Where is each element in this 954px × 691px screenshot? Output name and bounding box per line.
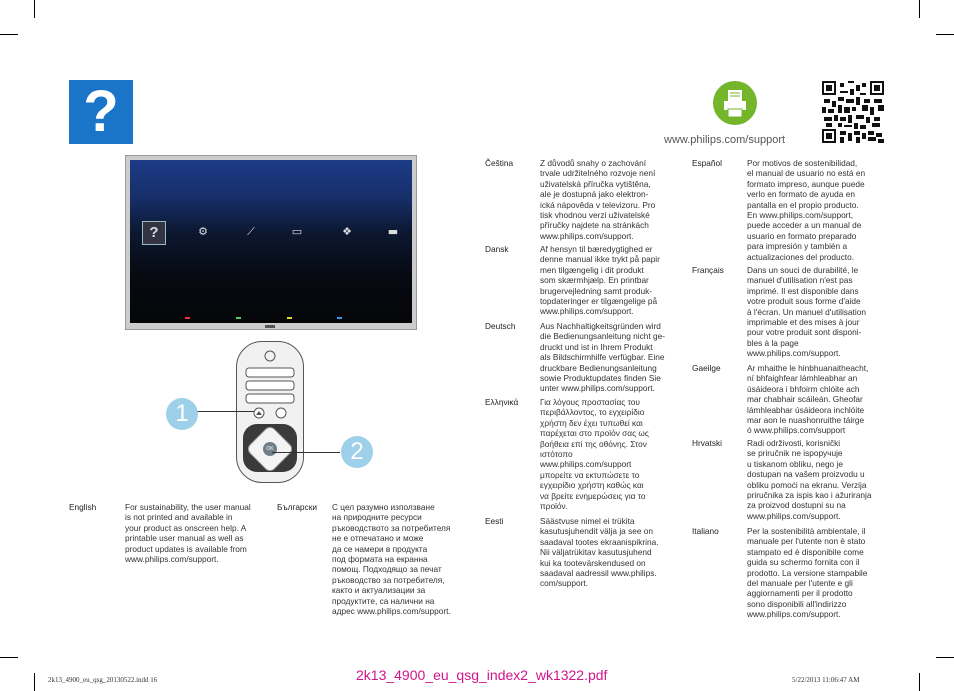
blue-key-indicator xyxy=(337,317,342,319)
callout-line xyxy=(272,452,340,453)
remote-control-illustration: OK xyxy=(236,341,304,483)
help-text-irish: Ar mhaithe le hinbhuanaitheacht, ní bhfa… xyxy=(747,363,869,436)
monitor-icon: ▭ xyxy=(291,225,303,238)
callout-number: 1 xyxy=(166,398,198,430)
lang-label-danish: Dansk xyxy=(485,244,509,254)
crop-mark xyxy=(936,657,954,658)
apps-icon: ❖ xyxy=(342,225,352,238)
lang-label-czech: Čeština xyxy=(485,158,514,168)
source-icon: ▬ xyxy=(387,225,399,238)
crop-mark xyxy=(34,673,35,691)
print-slug-timestamp: 5/22/2013 11:06:47 AM xyxy=(792,676,860,684)
tv-home-menu: ? ⚙ ⟋ ▭ ❖ ▬ xyxy=(130,160,412,323)
yellow-key-indicator xyxy=(287,317,292,319)
pdf-filename: 2k13_4900_eu_qsg_index2_wk1322.pdf xyxy=(356,667,608,683)
help-text-danish: Af hensyn til bæredygtighed er denne man… xyxy=(540,244,660,317)
printer-icon xyxy=(713,81,757,125)
lang-label-english: English xyxy=(69,502,97,512)
qr-code-icon xyxy=(822,81,884,143)
help-text-bulgarian: С цел разумно използване на природните р… xyxy=(332,502,451,617)
help-text-german: Aus Nachhaltigkeitsgründen wird die Bedi… xyxy=(540,321,666,394)
help-question-icon: ? xyxy=(69,80,133,144)
crop-mark xyxy=(936,34,954,35)
ok-button-label: OK xyxy=(266,446,274,452)
lang-label-greek: Ελληνικά xyxy=(485,397,519,407)
lang-label-bulgarian: Български xyxy=(277,502,317,512)
lang-label-italian: Italiano xyxy=(692,526,719,536)
antenna-icon: ⟋ xyxy=(247,225,255,238)
support-url[interactable]: www.philips.com/support xyxy=(664,134,786,146)
lang-label-irish: Gaeilge xyxy=(692,363,721,373)
help-text-estonian: Säästvuse nimel ei trükita kasutusjuhend… xyxy=(540,516,659,589)
crop-mark xyxy=(34,0,35,18)
help-text-greek: Για λόγους προστασίας του περιβάλλοντος,… xyxy=(540,397,649,512)
lang-label-croatian: Hrvatski xyxy=(692,438,722,448)
print-slug-filename: 2k13_4900_eu_qsg_20130522.indd 16 xyxy=(48,676,158,684)
help-text-croatian: Radi održivosti, korisnički se priručnik… xyxy=(747,438,872,521)
crop-mark xyxy=(0,657,18,658)
help-text-english: For sustainability, the user manual is n… xyxy=(125,502,251,565)
crop-mark xyxy=(919,673,920,691)
callout-number: 2 xyxy=(341,436,373,468)
brand-logo xyxy=(265,325,275,328)
red-key-indicator xyxy=(185,317,190,319)
lang-label-french: Français xyxy=(692,265,724,275)
gear-icon: ⚙ xyxy=(198,225,208,238)
lang-label-estonian: Eesti xyxy=(485,516,504,526)
help-text-italian: Per la sostenibilità ambientale, il manu… xyxy=(747,526,868,620)
help-text-french: Dans un souci de durabilité, le manuel d… xyxy=(747,265,866,359)
callout-line xyxy=(196,411,254,412)
tv-illustration: ? ⚙ ⟋ ▭ ❖ ▬ xyxy=(125,155,417,330)
help-question-icon: ? xyxy=(142,221,166,245)
lang-label-german: Deutsch xyxy=(485,321,516,331)
help-text-spanish: Por motivos de sostenibilidad, el manual… xyxy=(747,158,866,262)
green-key-indicator xyxy=(236,317,241,319)
crop-mark xyxy=(0,34,18,35)
lang-label-spanish: Español xyxy=(692,158,722,168)
crop-mark xyxy=(919,0,920,18)
help-text-czech: Z důvodů snahy o zachování trvale udržit… xyxy=(540,158,656,241)
